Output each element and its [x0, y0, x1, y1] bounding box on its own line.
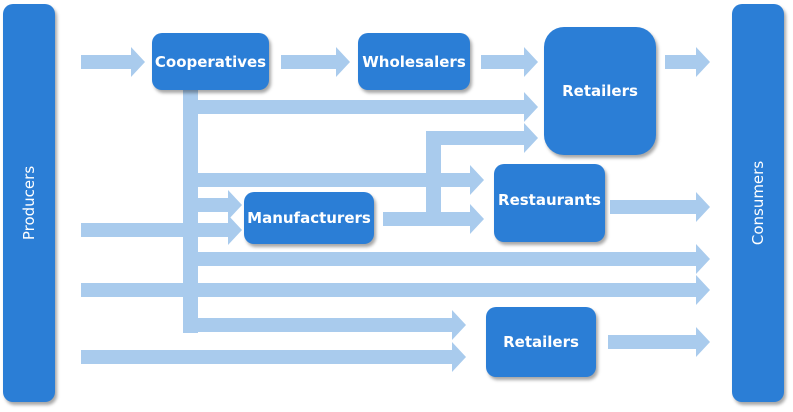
- arrow-manufacturers-to-restaurants: [383, 204, 484, 234]
- arrow-wholesalers-to-retailers: [481, 47, 538, 77]
- node-producers-label: Producers: [20, 165, 39, 241]
- arrow-cooperatives-to-restaurants: [198, 165, 484, 195]
- node-cooperatives-label: Cooperatives: [154, 52, 267, 71]
- arrow-cooperatives-to-consumers: [198, 244, 710, 274]
- arrow-cooperatives-to-retailers: [198, 92, 538, 122]
- arrow-producers-to-manufacturers: [81, 215, 242, 245]
- node-cooperatives: Cooperatives: [152, 33, 269, 90]
- cooperatives-trunk: [183, 88, 198, 333]
- arrow-cooperatives-to-retailers-bottom: [183, 310, 466, 340]
- arrow-cooperatives-to-wholesalers: [281, 47, 350, 77]
- node-consumers: Consumers: [732, 4, 784, 402]
- arrow-producers-to-cooperatives: [81, 47, 145, 77]
- arrow-restaurants-to-consumers: [610, 192, 710, 222]
- node-wholesalers: Wholesalers: [358, 33, 470, 90]
- manufacturers-branch-trunk: [426, 131, 441, 213]
- arrow-retailers-bottom-to-consumers: [608, 327, 710, 357]
- node-restaurants-label: Restaurants: [498, 191, 601, 209]
- arrow-retailers-to-consumers: [665, 47, 710, 77]
- node-manufacturers-label: Manufacturers: [247, 209, 371, 227]
- node-consumers-label: Consumers: [749, 160, 767, 246]
- node-retailers-top-label: Retailers: [562, 82, 638, 100]
- node-restaurants: Restaurants: [494, 164, 605, 242]
- node-retailers-top: Retailers: [544, 27, 656, 155]
- node-producers: Producers: [3, 4, 55, 402]
- arrow-manufacturers-to-retailers: [426, 123, 538, 153]
- node-retailers-bottom: Retailers: [486, 307, 596, 377]
- node-wholesalers-label: Wholesalers: [362, 52, 466, 71]
- node-retailers-bottom-label: Retailers: [503, 333, 579, 351]
- arrow-producers-to-consumers: [81, 275, 710, 305]
- node-manufacturers: Manufacturers: [244, 192, 374, 244]
- arrow-producers-to-retailers-bottom: [81, 342, 466, 372]
- arrow-cooperatives-to-manufacturers: [198, 190, 242, 220]
